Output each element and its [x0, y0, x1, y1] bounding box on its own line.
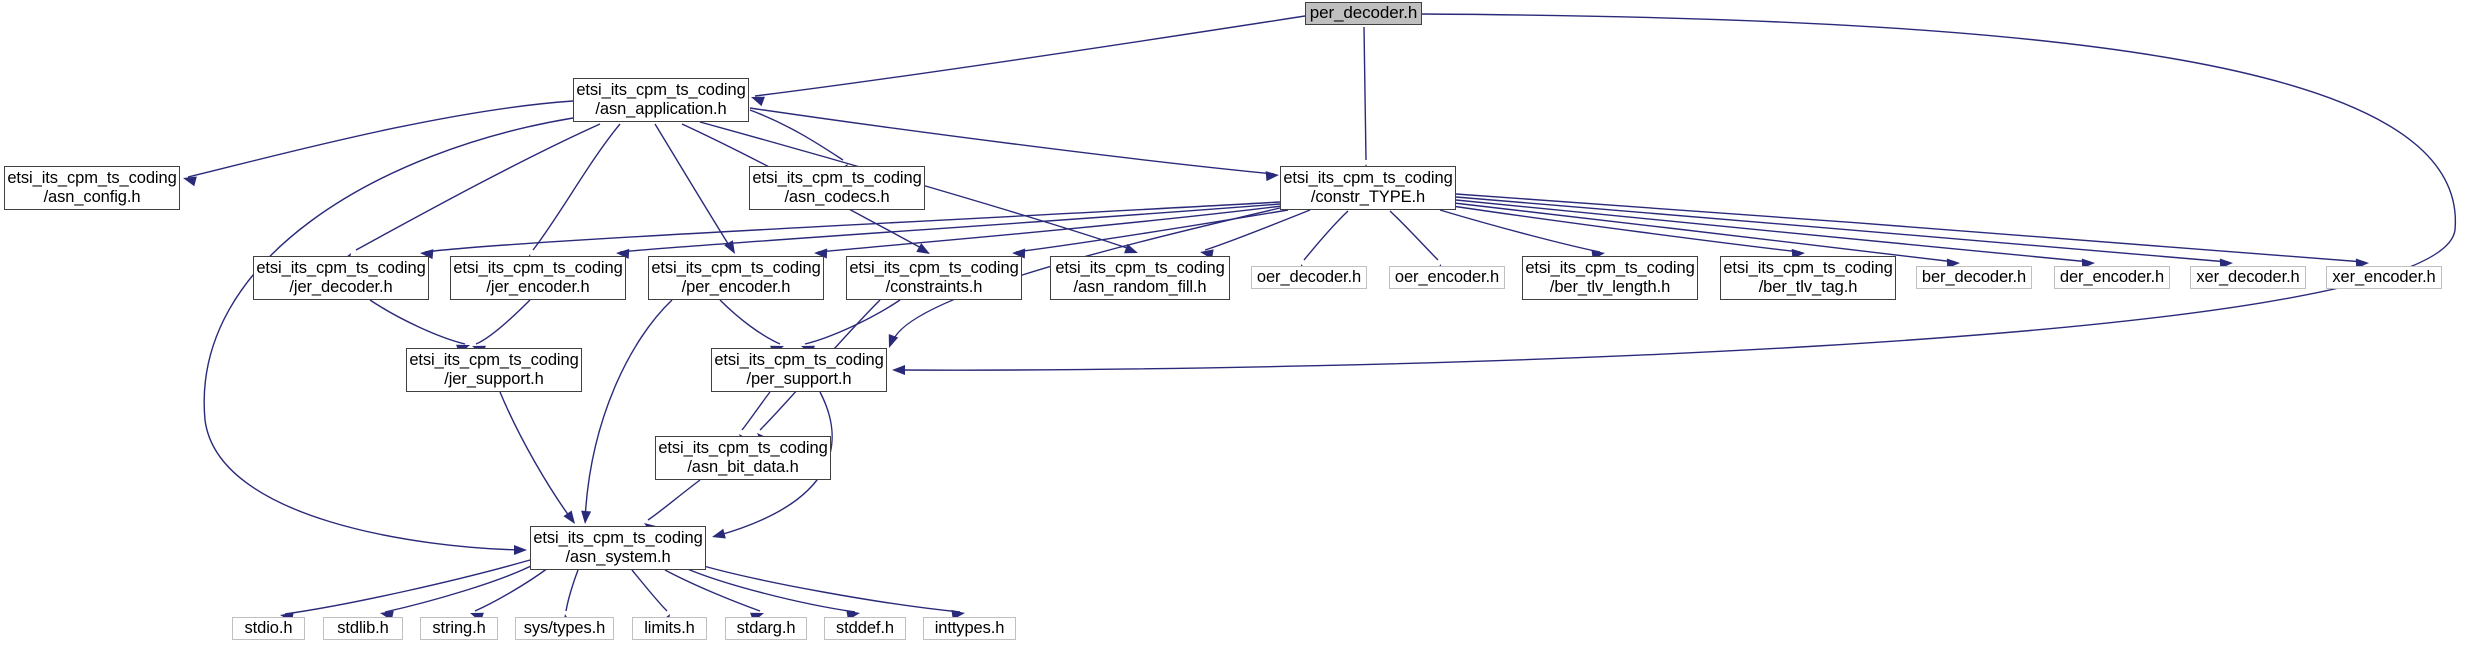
node-asn_bit_data[interactable]: etsi_its_cpm_ts_coding /asn_bit_data.h: [655, 436, 831, 480]
node-per_decoder[interactable]: per_decoder.h: [1305, 2, 1422, 25]
node-asn_system[interactable]: etsi_its_cpm_ts_coding /asn_system.h: [530, 526, 706, 570]
arrowhead-asn_application-to-per_encoder: [724, 240, 735, 254]
edge-asn_system-to-string: [474, 567, 549, 612]
edge-asn_system-to-stdarg: [664, 569, 761, 612]
node-per_encoder[interactable]: etsi_its_cpm_ts_coding /per_encoder.h: [648, 256, 824, 300]
node-asn_application[interactable]: etsi_its_cpm_ts_coding /asn_application.…: [573, 78, 749, 122]
edge-asn_system-to-stdio: [284, 559, 531, 615]
edge-constr_TYPE-to-jer_encoder: [619, 203, 1281, 253]
node-limits[interactable]: limits.h: [632, 617, 707, 640]
edge-asn_application-to-asn_codecs: [749, 109, 844, 161]
node-per_support[interactable]: etsi_its_cpm_ts_coding /per_support.h: [711, 348, 887, 392]
edge-asn_application-to-asn_system: [203, 117, 574, 551]
node-stddef[interactable]: stddef.h: [824, 617, 906, 640]
edge-per_decoder-to-constr_TYPE: [1363, 26, 1367, 161]
edge-asn_system-to-stdlib: [384, 563, 536, 613]
edge-per_encoder-to-per_support: [719, 299, 781, 345]
edge-asn_system-to-systypes: [565, 569, 579, 612]
edge-asn_application-to-jer_decoder: [355, 123, 601, 251]
edge-constr_TYPE-to-xer_decoder: [1455, 196, 2229, 263]
arrowhead-per_support-to-asn_system: [712, 528, 726, 539]
node-stdarg[interactable]: stdarg.h: [725, 617, 807, 640]
edge-per_decoder-to-asn_application: [754, 15, 1306, 97]
edge-asn_application-to-per_encoder: [654, 123, 733, 251]
node-constraints[interactable]: etsi_its_cpm_ts_coding /constraints.h: [846, 256, 1022, 300]
node-asn_random_fill[interactable]: etsi_its_cpm_ts_coding /asn_random_fill.…: [1050, 256, 1230, 300]
node-oer_encoder[interactable]: oer_encoder.h: [1389, 266, 1505, 289]
edge-constraints-to-per_support: [804, 299, 901, 345]
node-jer_support[interactable]: etsi_its_cpm_ts_coding /jer_support.h: [406, 348, 582, 392]
edge-asn_application-to-asn_config: [187, 100, 574, 178]
edge-jer_encoder-to-jer_support: [475, 299, 531, 345]
edge-asn_system-to-stddef: [684, 567, 856, 613]
edge-constr_TYPE-to-constraints: [1015, 209, 1289, 253]
edge-asn_system-to-limits: [631, 569, 668, 612]
edge-constr_TYPE-to-ber_tlv_tag: [1451, 205, 1801, 253]
node-ber_tlv_length[interactable]: etsi_its_cpm_ts_coding /ber_tlv_length.h: [1522, 256, 1698, 300]
node-asn_codecs[interactable]: etsi_its_cpm_ts_coding /asn_codecs.h: [749, 166, 925, 210]
node-ber_decoder[interactable]: ber_decoder.h: [1916, 266, 2032, 289]
arrowhead-per_encoder-to-asn_system: [581, 510, 592, 524]
node-jer_encoder[interactable]: etsi_its_cpm_ts_coding /jer_encoder.h: [450, 256, 626, 300]
arrowhead-jer_support-to-asn_system: [563, 510, 575, 524]
edge-asn_application-to-jer_encoder: [532, 123, 621, 251]
arrowhead-per_decoder-to-per_support: [892, 365, 905, 375]
edge-asn_bit_data-to-asn_system: [647, 479, 701, 521]
arrowhead-per_decoder-to-asn_application: [751, 96, 765, 107]
edge-per_decoder-to-per_support: [899, 13, 2456, 371]
node-asn_config[interactable]: etsi_its_cpm_ts_coding /asn_config.h: [4, 166, 180, 210]
arrowhead-asn_application-to-asn_system: [514, 545, 527, 555]
edge-per_support-to-asn_bit_data: [741, 391, 771, 431]
node-xer_encoder[interactable]: xer_encoder.h: [2326, 266, 2442, 289]
node-stdlib[interactable]: stdlib.h: [323, 617, 403, 640]
edge-constr_TYPE-to-ber_decoder: [1453, 202, 1956, 263]
node-stdio[interactable]: stdio.h: [232, 617, 305, 640]
edge-asn_system-to-inttypes: [699, 564, 961, 613]
node-oer_decoder[interactable]: oer_decoder.h: [1251, 266, 1367, 289]
node-der_encoder[interactable]: der_encoder.h: [2054, 266, 2170, 289]
node-systypes[interactable]: sys/types.h: [515, 617, 614, 640]
node-string[interactable]: string.h: [420, 617, 498, 640]
arrowhead-asn_application-to-asn_config: [183, 176, 197, 187]
edge-constr_TYPE-to-oer_decoder: [1303, 210, 1349, 261]
edge-jer_support-to-asn_system: [499, 391, 573, 521]
arrowhead-asn_application-to-constr_TYPE: [1265, 171, 1279, 182]
edge-constr_TYPE-to-der_encoder: [1455, 199, 2091, 263]
node-inttypes[interactable]: inttypes.h: [923, 617, 1016, 640]
edge-constr_TYPE-to-per_encoder: [817, 205, 1283, 253]
node-jer_decoder[interactable]: etsi_its_cpm_ts_coding /jer_decoder.h: [253, 256, 429, 300]
node-constr_TYPE[interactable]: etsi_its_cpm_ts_coding /constr_TYPE.h: [1280, 166, 1456, 210]
edge-constr_TYPE-to-oer_encoder: [1389, 210, 1439, 261]
edge-per_encoder-to-asn_system: [584, 299, 673, 521]
node-xer_decoder[interactable]: xer_decoder.h: [2190, 266, 2306, 289]
edge-asn_application-to-constr_TYPE: [749, 107, 1275, 175]
node-ber_tlv_tag[interactable]: etsi_its_cpm_ts_coding /ber_tlv_tag.h: [1720, 256, 1896, 300]
edge-constr_TYPE-to-ber_tlv_length: [1439, 209, 1601, 253]
edge-constr_TYPE-to-asn_random_fill: [1204, 209, 1311, 251]
edge-jer_decoder-to-jer_support: [369, 299, 466, 345]
edge-constr_TYPE-to-xer_encoder: [1455, 193, 2365, 263]
